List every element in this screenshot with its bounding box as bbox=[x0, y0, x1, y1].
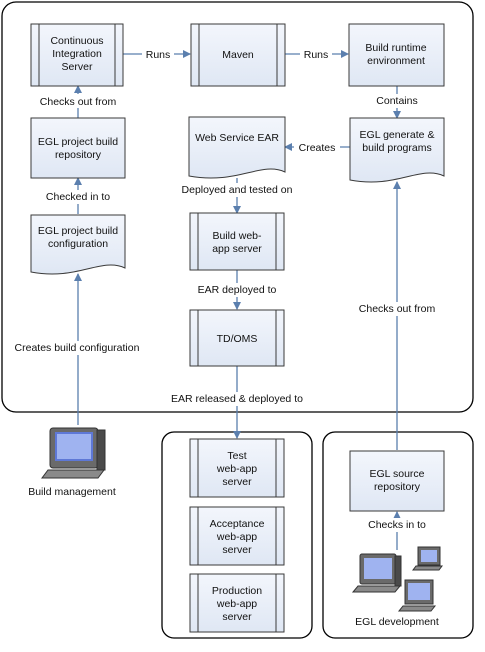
label-checked-in-to: Checked in to bbox=[46, 191, 110, 203]
label-contains: Contains bbox=[376, 95, 417, 107]
text-build-repo-2: repository bbox=[55, 149, 102, 161]
computer-icon-small bbox=[412, 546, 443, 571]
text-tdoms: TD/OMS bbox=[217, 333, 258, 345]
text-build-config-1: EGL project build bbox=[38, 225, 118, 237]
node-acceptance-server bbox=[189, 506, 285, 566]
node-tdoms bbox=[189, 309, 285, 367]
text-test-2: web-app bbox=[216, 463, 257, 475]
label-creates-build-config: Creates build configuration bbox=[15, 342, 140, 354]
text-acceptance-3: server bbox=[222, 544, 252, 556]
node-web-service-ear bbox=[188, 116, 286, 179]
label-checks-out-from-ci: Checks out from bbox=[40, 96, 117, 108]
node-egl-source-repository bbox=[349, 450, 445, 512]
label-build-management: Build management bbox=[28, 486, 116, 498]
node-production-server bbox=[189, 573, 285, 633]
computer-icon-main bbox=[351, 553, 402, 593]
text-ci-server-3: Server bbox=[62, 61, 93, 73]
text-build-runtime-2: environment bbox=[367, 55, 425, 67]
node-test-server bbox=[189, 438, 285, 498]
text-web-service-ear: Web Service EAR bbox=[195, 132, 279, 144]
label-checks-in-to: Checks in to bbox=[368, 519, 426, 531]
node-egl-generate bbox=[349, 117, 445, 183]
label-deployed-tested: Deployed and tested on bbox=[182, 184, 293, 196]
computer-icon-secondary bbox=[397, 579, 437, 612]
node-maven bbox=[190, 23, 286, 87]
label-creates: Creates bbox=[299, 142, 336, 154]
text-ci-server-2: Integration bbox=[52, 48, 102, 60]
text-production-3: server bbox=[222, 611, 252, 623]
text-egl-generate-1: EGL generate & bbox=[360, 129, 435, 141]
text-production-2: web-app bbox=[216, 598, 257, 610]
text-build-webapp-1: Build web- bbox=[212, 230, 262, 242]
text-build-config-2: configuration bbox=[48, 238, 108, 250]
text-production-1: Production bbox=[212, 585, 262, 597]
text-acceptance-2: web-app bbox=[216, 531, 257, 543]
text-egl-source-repo-2: repository bbox=[374, 481, 421, 493]
development-frame bbox=[322, 431, 474, 639]
node-build-repository bbox=[30, 117, 126, 179]
label-runs-2: Runs bbox=[304, 49, 329, 61]
label-runs-1: Runs bbox=[146, 49, 171, 61]
node-build-runtime bbox=[348, 23, 445, 87]
text-build-repo-1: EGL project build bbox=[38, 136, 118, 148]
text-test-1: Test bbox=[227, 450, 246, 462]
text-build-runtime-1: Build runtime bbox=[365, 42, 426, 54]
node-build-configuration bbox=[30, 214, 126, 275]
label-ear-released: EAR released & deployed to bbox=[171, 393, 303, 405]
label-checks-out-from-dev: Checks out from bbox=[359, 303, 436, 315]
text-build-webapp-2: app server bbox=[212, 243, 262, 255]
label-egl-development: EGL development bbox=[355, 616, 439, 628]
label-ear-deployed: EAR deployed to bbox=[198, 284, 277, 296]
node-build-webapp-server bbox=[189, 212, 285, 271]
text-egl-source-repo-1: EGL source bbox=[369, 468, 424, 480]
node-ci-server bbox=[30, 23, 124, 87]
text-maven: Maven bbox=[222, 49, 254, 61]
text-egl-generate-2: build programs bbox=[362, 142, 431, 154]
computer-icon bbox=[41, 427, 106, 479]
text-acceptance-1: Acceptance bbox=[210, 518, 265, 530]
text-test-3: server bbox=[222, 476, 252, 488]
text-ci-server-1: Continuous bbox=[50, 35, 103, 47]
